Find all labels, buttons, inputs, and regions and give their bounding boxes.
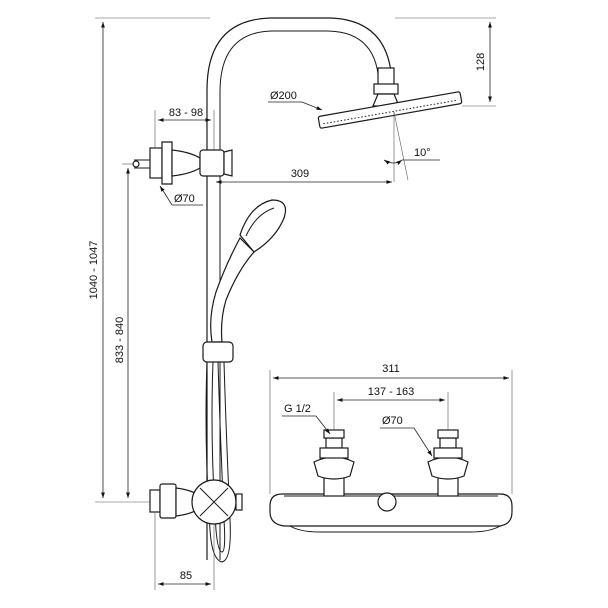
slide-holder bbox=[202, 341, 234, 363]
mixer-side-view bbox=[149, 479, 243, 525]
tilt-angle-label: 10° bbox=[414, 147, 431, 159]
dimension-head-diameter: Ø200 bbox=[268, 90, 323, 111]
riser-pipe-inner bbox=[219, 30, 380, 560]
bracket-diameter-label: Ø70 bbox=[174, 193, 195, 205]
arm-nut-2 bbox=[373, 83, 399, 95]
riser-pipe bbox=[206, 17, 393, 560]
shower-column bbox=[132, 17, 463, 563]
total-height-label: 1040 - 1047 bbox=[88, 241, 100, 300]
arm-nut bbox=[377, 67, 395, 87]
dimension-bracket-offset: 83 - 98 bbox=[154, 107, 215, 150]
hand-shower bbox=[210, 199, 287, 343]
dimension-tilt-angle: 10° bbox=[383, 111, 440, 182]
arm-reach-label: 309 bbox=[291, 168, 309, 180]
dimension-inlet-spacing: 137 - 163 bbox=[333, 386, 449, 430]
dimension-mixer-width: 311 bbox=[269, 363, 513, 494]
hose bbox=[205, 361, 231, 563]
inlet-spacing-label: 137 - 163 bbox=[368, 386, 414, 398]
escutcheon-diameter-label: Ø70 bbox=[382, 415, 403, 427]
left-connection bbox=[313, 429, 355, 497]
dimension-bracket-diameter: Ø70 bbox=[159, 185, 203, 206]
wall-bracket bbox=[132, 141, 233, 185]
head-diameter-label: Ø200 bbox=[270, 90, 297, 102]
dimension-inlet-height: 833 - 840 bbox=[114, 163, 134, 498]
dimension-arm-reach: 309 bbox=[216, 168, 392, 184]
dimension-thread-size: G 1/2 bbox=[282, 403, 331, 435]
thread-size-label: G 1/2 bbox=[284, 403, 311, 415]
wall-offset-label: 85 bbox=[180, 570, 192, 582]
arm-height-label: 128 bbox=[475, 53, 487, 71]
overhead-shower-head bbox=[317, 91, 463, 129]
inlet-height-label: 833 - 840 bbox=[114, 317, 126, 363]
mixer-front-view bbox=[269, 429, 513, 533]
dimension-arm-height: 128 bbox=[395, 17, 496, 107]
dimension-wall-offset: 85 bbox=[154, 512, 215, 590]
mixer-width-label: 311 bbox=[382, 363, 400, 375]
dimension-total-height: 1040 - 1047 bbox=[88, 17, 210, 503]
dimension-escutcheon-diameter: Ø70 bbox=[380, 415, 433, 457]
mixer-outlet bbox=[377, 492, 397, 512]
bracket-offset-label: 83 - 98 bbox=[169, 107, 203, 119]
right-connection bbox=[427, 429, 469, 497]
